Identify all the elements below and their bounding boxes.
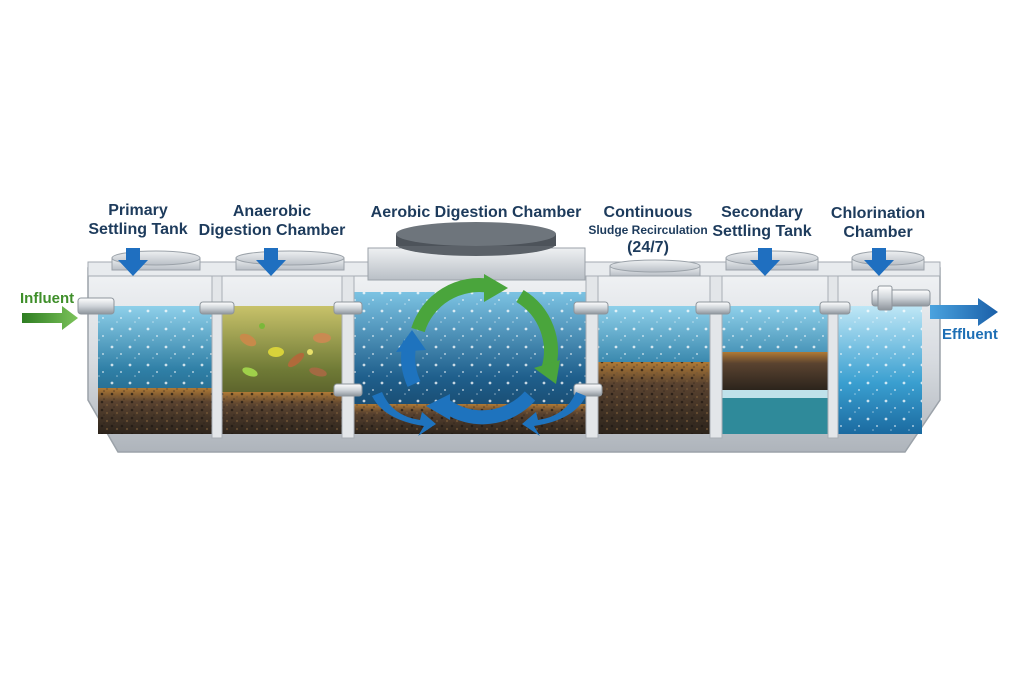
chamber-label-aerobic: Aerobic Digestion Chamber: [370, 204, 582, 221]
influent-label: Influent: [20, 290, 75, 307]
chamber-label-anaerobic: Anaerobic Digestion Chamber: [198, 203, 346, 239]
microorganism-icons: [239, 323, 331, 377]
effluent-label: Effluent: [942, 326, 998, 343]
chamber-label-primary-settling: Primary Settling Tank: [88, 202, 188, 238]
flow-arrow-icon: [930, 298, 998, 326]
flow-arrow-icon: [22, 306, 78, 330]
chamber-label-recirculation: Continuous Sludge Recirculation (24/7): [588, 204, 708, 256]
chamber-label-secondary-settling: Secondary Settling Tank: [712, 204, 812, 240]
chamber-label-chlorination: Chlorination Chamber: [830, 205, 926, 241]
recirculation-cycle-icon: [401, 278, 558, 425]
down-arrow-icon: [118, 248, 894, 276]
transfer-pipes: [77, 285, 931, 397]
